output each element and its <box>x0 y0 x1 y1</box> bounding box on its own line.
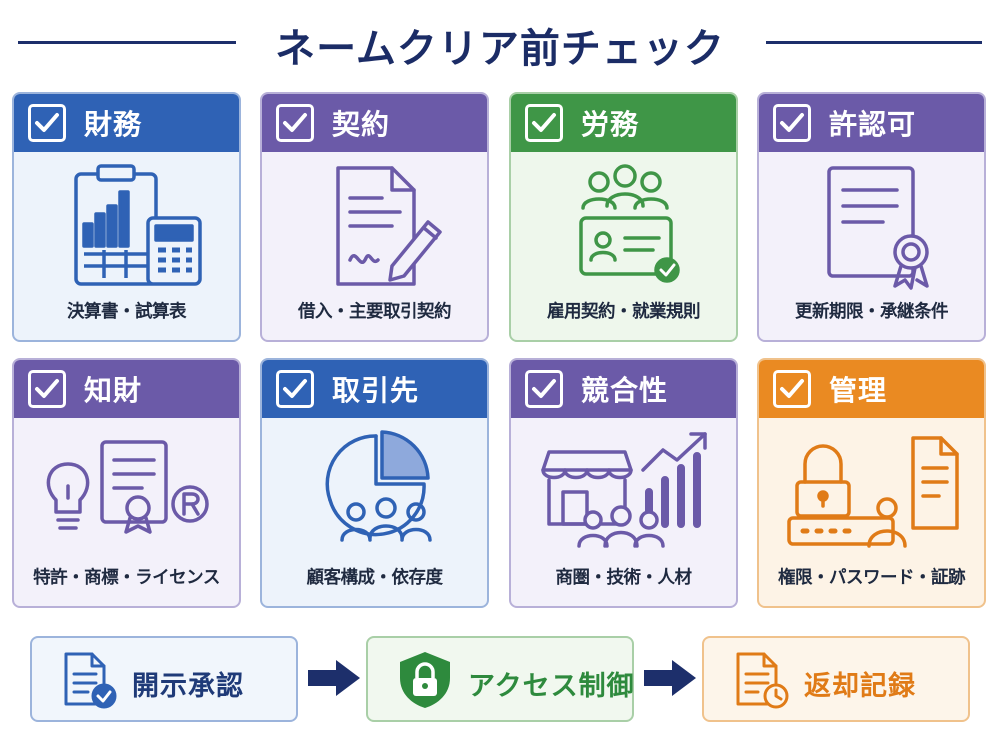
license-icon <box>827 166 929 290</box>
flow-label: 返却記録 <box>804 671 916 702</box>
document-clock-icon <box>736 652 789 709</box>
card-header: 競合性 <box>511 360 736 418</box>
flow-step-access-control: アクセス制御 <box>366 636 634 722</box>
card-label: 雇用契約・就業規則 <box>547 302 701 322</box>
card-labor: 労務 雇用契約・就業規則 <box>509 92 738 342</box>
arrow-right-icon <box>644 660 696 696</box>
management-icon <box>787 436 959 548</box>
card-contract: 契約 借入・主要取引契約 <box>260 92 489 342</box>
checkbox-icon <box>525 104 563 142</box>
card-title: 財務 <box>84 108 143 141</box>
card-title: 契約 <box>332 108 391 141</box>
card-header: 契約 <box>262 94 487 152</box>
card-title: 労務 <box>581 108 640 141</box>
labor-icon <box>579 164 680 283</box>
flow-step-return-record: 返却記録 <box>702 636 970 722</box>
checkbox-icon <box>525 370 563 408</box>
card-label: 顧客構成・依存度 <box>306 568 444 588</box>
card-title: 競合性 <box>581 374 669 407</box>
card-title: 管理 <box>829 374 888 407</box>
checkbox-icon <box>773 370 811 408</box>
card-label: 権限・パスワード・証跡 <box>778 568 966 588</box>
card-title: 知財 <box>84 374 143 407</box>
card-title: 取引先 <box>332 374 420 407</box>
card-label: 借入・主要取引契約 <box>298 302 452 322</box>
card-clients: 取引先 顧客構成・依存度 <box>260 358 489 608</box>
card-header: 知財 <box>14 360 239 418</box>
competition-icon <box>541 432 707 548</box>
card-title: 許認可 <box>829 108 917 141</box>
card-header: 許認可 <box>759 94 984 152</box>
ip-icon <box>46 440 209 534</box>
card-label: 決算書・試算表 <box>67 302 187 322</box>
card-header: 財務 <box>14 94 239 152</box>
card-label: 更新期限・承継条件 <box>795 302 949 322</box>
page-title: ネームクリア前チェック <box>275 26 725 72</box>
flow-label: 開示承認 <box>132 671 244 702</box>
flow-label: アクセス制御 <box>468 671 635 702</box>
flow-step-disclosure-approval: 開示承認 <box>30 636 298 722</box>
checkbox-icon <box>773 104 811 142</box>
title-divider-right <box>766 41 982 44</box>
checkbox-icon <box>28 104 66 142</box>
document-check-icon <box>64 652 117 709</box>
card-label: 特許・商標・ライセンス <box>33 568 220 588</box>
card-header: 取引先 <box>262 360 487 418</box>
arrow-right-icon <box>308 660 360 696</box>
card-management: 管理 権限・パスワード・証跡 <box>757 358 986 608</box>
card-competition: 競合性 商圏・技術・人材 <box>509 358 738 608</box>
title-divider-left <box>18 41 236 44</box>
card-header: 管理 <box>759 360 984 418</box>
checkbox-icon <box>276 370 314 408</box>
finance-icon <box>74 164 202 286</box>
card-license: 許認可 更新期限・承継条件 <box>757 92 986 342</box>
shield-lock-icon <box>400 652 450 708</box>
clients-icon <box>325 430 432 542</box>
contract-icon <box>336 166 442 286</box>
card-ip: 知財 特許・商標・ライセンス <box>12 358 241 608</box>
card-header: 労務 <box>511 94 736 152</box>
card-label: 商圏・技術・人材 <box>555 568 693 588</box>
title-row: ネームクリア前チェック <box>0 8 1000 74</box>
card-finance: 財務 決算書・試算表 <box>12 92 241 342</box>
checkbox-icon <box>28 370 66 408</box>
checkbox-icon <box>276 104 314 142</box>
